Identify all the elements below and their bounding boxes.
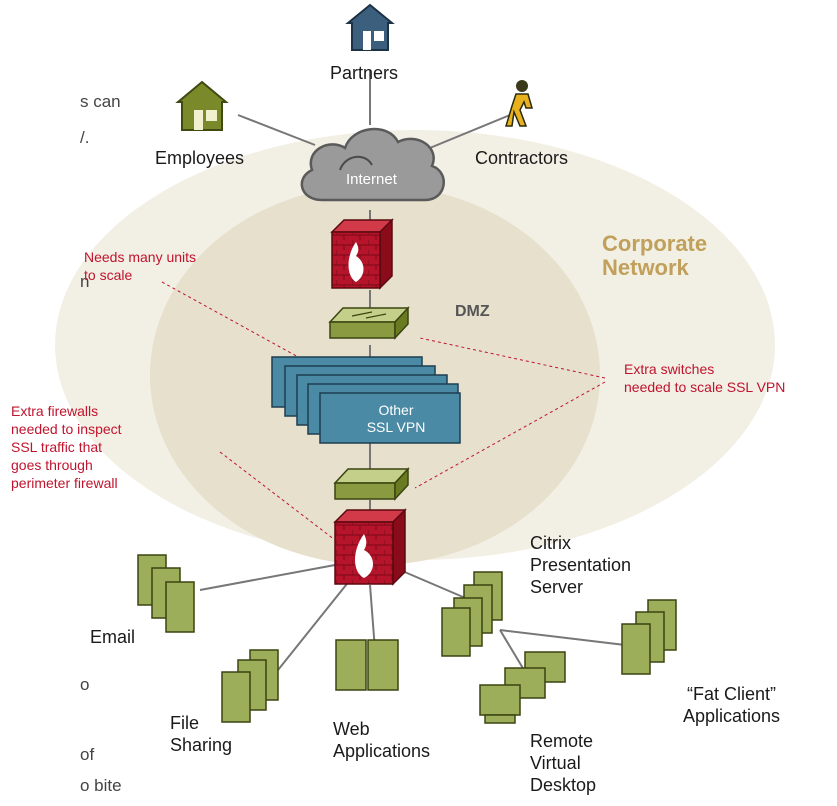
label-fat-client: “Fat Client” Applications (683, 684, 781, 726)
label-file-sharing: File Sharing (170, 713, 233, 755)
label-corporate-network: Corporate Network (602, 231, 708, 280)
cloud-icon (300, 127, 445, 202)
left-text-fragment: of (80, 745, 95, 764)
label-dmz: DMZ (455, 303, 490, 320)
house-icon (175, 80, 229, 131)
label-remote-desktop: Remote Virtual Desktop (530, 731, 597, 795)
fat-client-servers (621, 599, 677, 675)
firewall-icon (333, 508, 407, 586)
computer-icon (479, 651, 566, 724)
label-contractors: Contractors (475, 148, 569, 168)
annotation-pointers (161, 281, 606, 541)
firewall-icon (330, 218, 394, 290)
label-employees: Employees (155, 148, 245, 168)
label-citrix: Citrix Presentation Server (530, 533, 632, 597)
label-ssl-vpn: Other SSL VPN (366, 402, 426, 435)
annotation-extra-switches: Extra switches needed to scale SSL VPN (624, 361, 786, 395)
person-walking-icon (504, 80, 533, 127)
switch-icon (333, 467, 410, 501)
web-servers (335, 639, 399, 691)
label-partners: Partners (330, 63, 399, 83)
label-email: Email (90, 627, 136, 647)
label-internet: Internet (346, 171, 397, 188)
annotation-needs-units: Needs many units to scale (84, 249, 197, 283)
citrix-servers (441, 571, 503, 657)
left-text-fragment: o bite (80, 776, 122, 795)
house-icon (345, 3, 395, 51)
connection-lines (199, 70, 626, 681)
left-text-fragment: /. (80, 128, 90, 147)
email-servers (137, 554, 195, 633)
left-text-fragment: s can (80, 92, 121, 111)
label-web-applications: Web Applications (333, 719, 431, 761)
file-sharing-servers (221, 649, 279, 723)
left-text-fragment: o (80, 675, 90, 694)
switch-icon (328, 306, 410, 340)
left-text-fragment: n (80, 272, 90, 291)
annotation-extra-firewalls: Extra firewalls needed to inspect SSL tr… (11, 403, 122, 491)
ssl-vpn-stack (271, 356, 461, 444)
